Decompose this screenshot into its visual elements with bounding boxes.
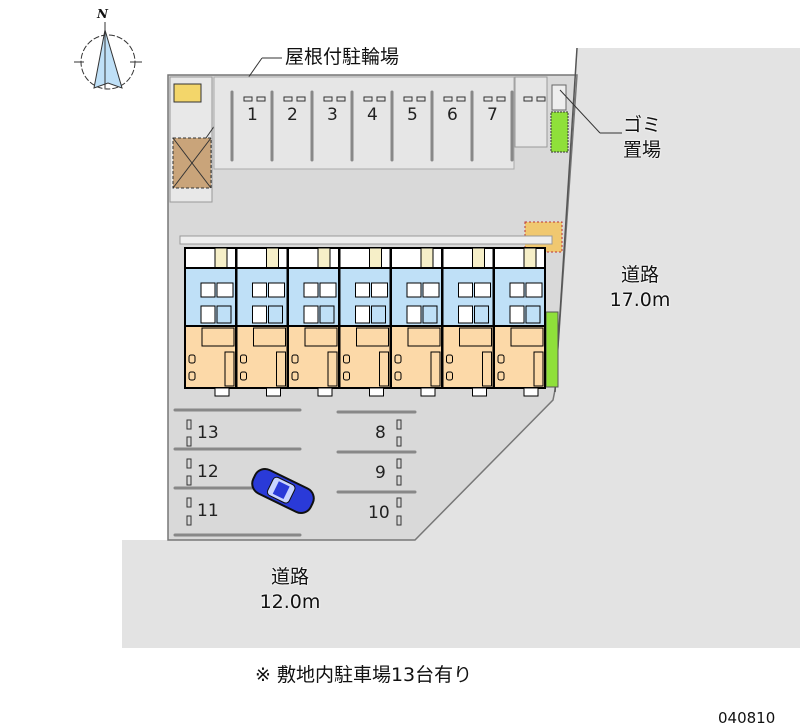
wheel-stop <box>523 96 533 102</box>
south-road-width: 12.0m <box>259 591 321 613</box>
east-road-name: 道路 <box>620 264 659 286</box>
compass-north-label: N <box>97 7 108 21</box>
parking-space-number: 4 <box>367 105 378 125</box>
compass-icon <box>74 22 142 90</box>
parking-space-number: 6 <box>447 105 458 125</box>
car-icon <box>251 467 315 515</box>
parking-space-number: 9 <box>375 463 386 483</box>
east-road-width: 17.0m <box>609 289 671 311</box>
parking-space-number: 7 <box>487 105 498 125</box>
east-road <box>122 48 800 648</box>
parking-space-number: 5 <box>407 105 418 125</box>
wheel-stop <box>283 96 293 102</box>
wheel-stop <box>403 96 413 102</box>
bicycle-shelter-label: 屋根付駐輪場 <box>285 46 400 68</box>
footnote: ※ 敷地内駐車場13台有り <box>255 664 473 686</box>
wheel-stop <box>296 96 306 102</box>
parking-space-number: 12 <box>197 462 219 482</box>
garbage-box <box>551 84 567 111</box>
bicycle-rack <box>173 83 202 103</box>
image-code: 040810 <box>718 709 776 727</box>
parking-space-number: 10 <box>368 503 390 523</box>
parking-space-number: 3 <box>327 105 338 125</box>
apartment-unit <box>235 247 289 397</box>
apartment-unit <box>441 247 495 397</box>
parking-space-number: 2 <box>287 105 298 125</box>
wheel-stop <box>443 96 453 102</box>
garbage-label-1: ゴミ <box>622 114 661 136</box>
wheel-stop <box>256 96 266 102</box>
parking-space-number: 1 <box>247 105 258 125</box>
south-road-name: 道路 <box>270 566 309 588</box>
wheel-stop <box>336 96 346 102</box>
apartment-unit <box>338 247 392 397</box>
parking-space-number: 13 <box>197 423 219 443</box>
apartment-unit <box>287 247 340 397</box>
wheel-stop <box>456 96 466 102</box>
apartment-unit <box>390 247 443 397</box>
apartment-unit <box>184 247 237 397</box>
wheel-stop <box>323 96 333 102</box>
wheel-stop <box>416 96 426 102</box>
apartment-unit <box>493 247 546 397</box>
wheel-stop <box>376 96 386 102</box>
wheel-stop <box>243 96 253 102</box>
parking-space-number: 8 <box>375 423 386 443</box>
garbage-area <box>550 111 569 153</box>
wheel-stop <box>363 96 373 102</box>
hedge <box>545 311 559 388</box>
wheel-stop <box>496 96 506 102</box>
parking-space-number: 11 <box>197 501 219 521</box>
wheel-stop <box>536 96 546 102</box>
wheel-stop <box>483 96 493 102</box>
garbage-label-2: 置場 <box>622 139 661 161</box>
